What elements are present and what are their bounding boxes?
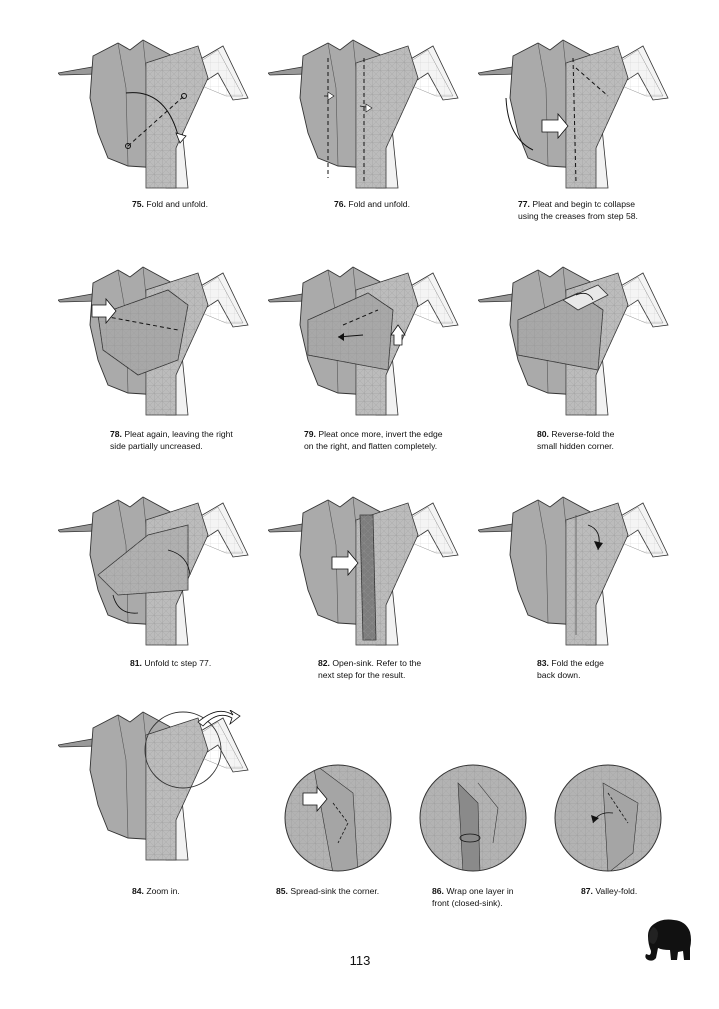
step-text: Pleat again, leaving the right side part…: [110, 429, 233, 451]
diagram-step-86: [419, 764, 527, 872]
caption-step-85: 85. Spread-sink the corner.: [276, 886, 379, 898]
caption-step-86: 86. Wrap one layer in front (closed-sink…: [432, 886, 514, 909]
step-text: Fold and unfold.: [348, 199, 410, 209]
step-text: Spread-sink the corner.: [290, 886, 380, 896]
step-number: 75.: [132, 199, 144, 209]
step-text: Unfold tc step 77.: [144, 658, 212, 668]
diagram-step-81: [58, 496, 249, 646]
caption-step-83: 83. Fold the edge back down.: [537, 658, 604, 681]
step-number: 83.: [537, 658, 549, 668]
caption-step-77: 77. Pleat and begin tc collapse using th…: [518, 199, 638, 222]
step-number: 77.: [518, 199, 530, 209]
diagram-step-77: [478, 39, 669, 189]
step-text: Open-sink. Refer to the next step for th…: [318, 658, 422, 680]
step-number: 81.: [130, 658, 142, 668]
step-number: 87.: [581, 886, 593, 896]
diagram-step-82: [268, 496, 459, 646]
step-number: 78.: [110, 429, 122, 439]
caption-step-87: 87. Valley-fold.: [581, 886, 637, 898]
caption-step-78: 78. Pleat again, leaving the right side …: [110, 429, 233, 452]
diagram-step-87: [554, 764, 662, 872]
caption-step-81: 81. Unfold tc step 77.: [130, 658, 211, 670]
step-text: Fold the edge back down.: [537, 658, 604, 680]
caption-step-82: 82. Open-sink. Refer to the next step fo…: [318, 658, 421, 681]
diagram-step-79: [268, 266, 459, 416]
caption-step-76: 76. Fold and unfold.: [334, 199, 410, 211]
caption-step-80: 80. Reverse-fold the small hidden corner…: [537, 429, 614, 452]
caption-step-75: 75. Fold and unfold.: [132, 199, 208, 211]
diagram-step-80: [478, 266, 669, 416]
step-number: 85.: [276, 886, 288, 896]
step-text: Zoom in.: [146, 886, 180, 896]
diagram-step-78: [58, 266, 249, 416]
step-text: Fold and unfold.: [146, 199, 208, 209]
caption-step-84: 84. Zoom in.: [132, 886, 180, 898]
step-text: Pleat once more, invert the edge on the …: [304, 429, 443, 451]
step-text: Valley-fold.: [595, 886, 638, 896]
step-number: 79.: [304, 429, 316, 439]
diagram-step-83: [478, 496, 669, 646]
step-text: Wrap one layer in front (closed-sink).: [432, 886, 514, 908]
step-number: 80.: [537, 429, 549, 439]
step-number: 84.: [132, 886, 144, 896]
step-number: 86.: [432, 886, 444, 896]
diagram-step-76: [268, 39, 459, 189]
step-text: Reverse-fold the small hidden corner.: [537, 429, 615, 451]
caption-step-79: 79. Pleat once more, invert the edge on …: [304, 429, 443, 452]
elephant-icon: [645, 919, 691, 961]
step-number: 82.: [318, 658, 330, 668]
diagram-step-84: [58, 710, 249, 861]
diagram-step-75: [58, 39, 249, 189]
page-number: 113: [349, 953, 371, 968]
diagram-step-85: [284, 764, 392, 872]
step-text: Pleat and begin tc collapse using the cr…: [518, 199, 638, 221]
step-number: 76.: [334, 199, 346, 209]
